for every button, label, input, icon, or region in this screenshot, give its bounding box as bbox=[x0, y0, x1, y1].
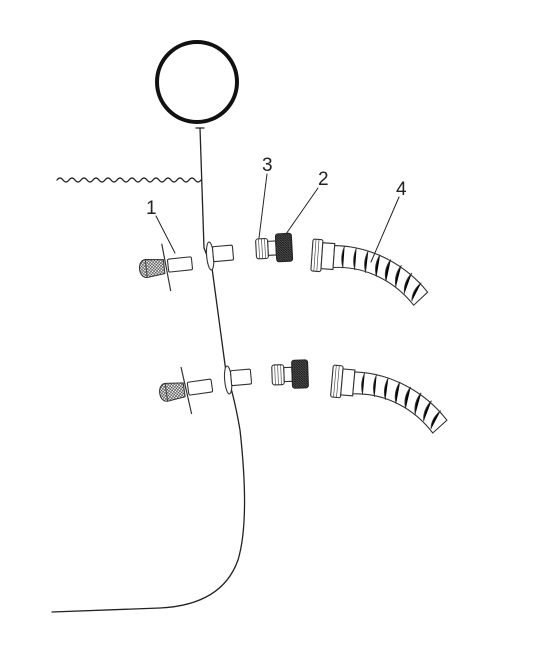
flange-upper bbox=[204, 239, 235, 271]
strainer-upper bbox=[136, 240, 196, 295]
leader-line-2 bbox=[285, 187, 319, 235]
strainer-lower bbox=[155, 362, 217, 419]
part-label-3: 3 bbox=[262, 155, 273, 176]
nut-assembly-upper bbox=[254, 232, 294, 264]
ring-outline bbox=[155, 40, 239, 124]
leader-line-3 bbox=[258, 173, 268, 239]
water-surface-wave bbox=[56, 177, 202, 183]
hose-lower bbox=[327, 364, 452, 435]
leader-line-4 bbox=[370, 196, 400, 263]
nut-assembly-lower bbox=[270, 359, 310, 390]
flange-lower bbox=[222, 363, 253, 395]
part-label-1: 1 bbox=[146, 198, 157, 219]
hose-upper bbox=[308, 238, 432, 307]
part-label-2: 2 bbox=[318, 169, 329, 190]
part-label-4: 4 bbox=[396, 179, 407, 200]
leader-line-1 bbox=[155, 215, 176, 254]
